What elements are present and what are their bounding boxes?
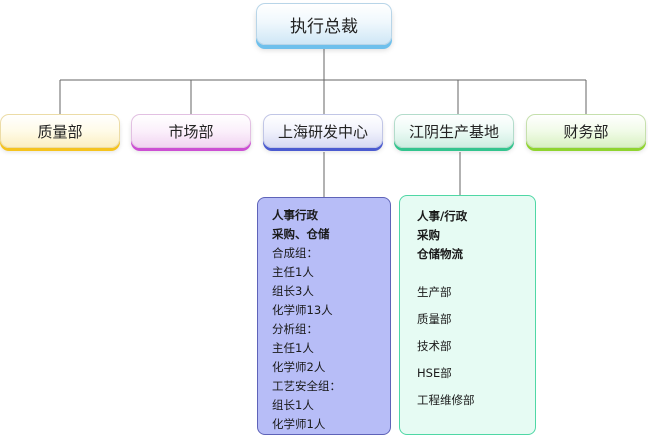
shanghai-panel-line: 化学师13人 (272, 303, 333, 317)
shanghai-panel-line: 组长3人 (272, 284, 314, 298)
jiangyin-panel-sub-unit: HSE部 (417, 366, 452, 380)
jiangyin-panel-sub-unit: 质量部 (417, 312, 452, 326)
dept-shanghai-rd-node: 上海研发中心 (263, 114, 383, 148)
shanghai-panel-line: 工艺安全组： (272, 379, 341, 393)
jiangyin-panel-sub-unit: 工程维修部 (417, 393, 475, 407)
jiangyin-production-detail-panel: 人事/行政 采购 仓储物流 生产部 质量部 技术部 HSE部 工程维修部 (399, 195, 536, 435)
dept-shanghai-rd-label: 上海研发中心 (277, 122, 368, 141)
jiangyin-panel-sub-unit: 生产部 (417, 285, 452, 299)
dept-finance-node: 财务部 (526, 114, 646, 148)
shanghai-rd-detail-panel: 人事行政 采购、仓储 合成组： 主任1人 组长3人 化学师13人 分析组： 主任… (257, 197, 391, 435)
shanghai-panel-line: 合成组： (272, 246, 318, 260)
shanghai-panel-line: 人事行政 (272, 208, 318, 222)
shanghai-panel-line: 组长1人 (272, 398, 314, 412)
shanghai-panel-line: 化学师1人 (272, 417, 326, 431)
shanghai-panel-line: 分析组： (272, 322, 318, 336)
dept-market-label: 市场部 (168, 122, 214, 141)
executive-president-node: 执行总裁 (256, 3, 392, 45)
dept-quality-label: 质量部 (37, 122, 83, 141)
jiangyin-panel-header-line: 人事/行政 (417, 209, 468, 223)
shanghai-panel-line: 主任1人 (272, 265, 314, 279)
jiangyin-panel-header-line: 采购 (417, 228, 440, 242)
shanghai-panel-line: 主任1人 (272, 341, 314, 355)
dept-quality-node: 质量部 (0, 114, 120, 148)
dept-jiangyin-production-node: 江阴生产基地 (394, 114, 514, 148)
dept-finance-label: 财务部 (563, 122, 609, 141)
dept-market-node: 市场部 (131, 114, 251, 148)
dept-jiangyin-production-label: 江阴生产基地 (408, 122, 499, 141)
shanghai-panel-line: 化学师2人 (272, 360, 326, 374)
executive-president-label: 执行总裁 (290, 16, 358, 37)
jiangyin-panel-sub-unit: 技术部 (417, 339, 452, 353)
shanghai-panel-line: 采购、仓储 (272, 227, 330, 241)
jiangyin-panel-header-line: 仓储物流 (417, 247, 463, 261)
